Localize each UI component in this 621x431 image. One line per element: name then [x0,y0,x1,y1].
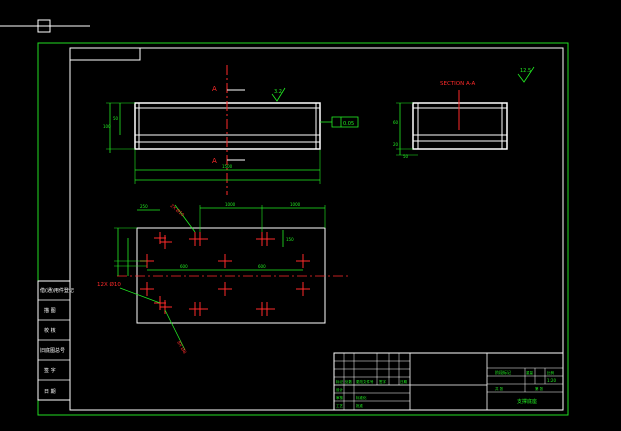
dim-section-w: 50 [403,154,409,159]
strip-item-1: 描 图 [44,307,56,314]
dim-top-height-a: 100 [103,124,111,129]
tb-row-4: 批准 [356,403,364,408]
strip-item-2: 校 核 [44,327,56,334]
dim-plan-span-3: 600 [180,264,188,269]
strip-item-5: 日 期 [44,389,56,395]
section-title: SECTION A-A [440,81,475,87]
change-hdr-1: 处数 [345,379,353,384]
front-view[interactable] [106,65,359,195]
strip-item-0: 借(通)用件登记 [40,287,74,294]
tb-row-2: 工艺 [336,403,344,408]
title-block[interactable] [333,352,564,411]
cut-label-bottom: A [212,157,217,165]
surface-finish-main: 3.2 [274,89,282,95]
surface-finish-section: 12.5 [520,68,531,74]
section-view[interactable] [396,66,535,156]
sheet-inner-frame [69,47,564,411]
tb-row-1: 审核 [336,395,344,400]
dim-top-overall: 1500 [222,164,233,169]
dim-section-h2: 20 [393,142,399,147]
plan-view[interactable] [114,204,348,351]
dim-plan-side-1: 250 [140,204,148,209]
cut-label-top: A [212,85,217,93]
dim-top-height-b: 50 [113,116,119,121]
strip-item-3: 旧底图总号 [40,347,65,354]
ucs-icon [0,19,90,33]
sheet-outer-border [37,42,569,416]
tb-row-3: 标准化 [356,395,367,400]
left-strip [37,280,71,401]
change-hdr-3: 签字 [379,379,387,384]
tb-drawing-name: 支撑底座 [517,398,537,405]
change-hdr-4: 日期 [400,379,408,384]
hole-callout-mid: 12X Ø10 [97,281,121,288]
strip-item-4: 签 字 [44,367,56,374]
tb-ratio: 比例 [547,370,555,375]
tb-row-0: 设计 [336,387,344,392]
change-hdr-2: 更改文件号 [356,379,374,384]
tb-scale: 1:20 [547,378,556,383]
tb-stage: 阶段标记 [495,369,511,375]
code-box [70,48,141,61]
change-hdr-0: 标记 [336,379,344,384]
dim-plan-side-2: 150 [286,237,294,242]
dim-plan-span-2: 1000 [290,202,301,207]
tb-sheet: 共 张 [495,386,504,391]
tb-weight: 重量 [526,370,534,375]
dim-plan-span-4: 600 [258,264,266,269]
dim-section-h1: 60 [393,120,399,125]
dim-plan-span-1: 1000 [225,202,236,207]
tb-sheet-of: 第 张 [535,386,544,391]
flatness-value: 0.05 [343,121,354,127]
